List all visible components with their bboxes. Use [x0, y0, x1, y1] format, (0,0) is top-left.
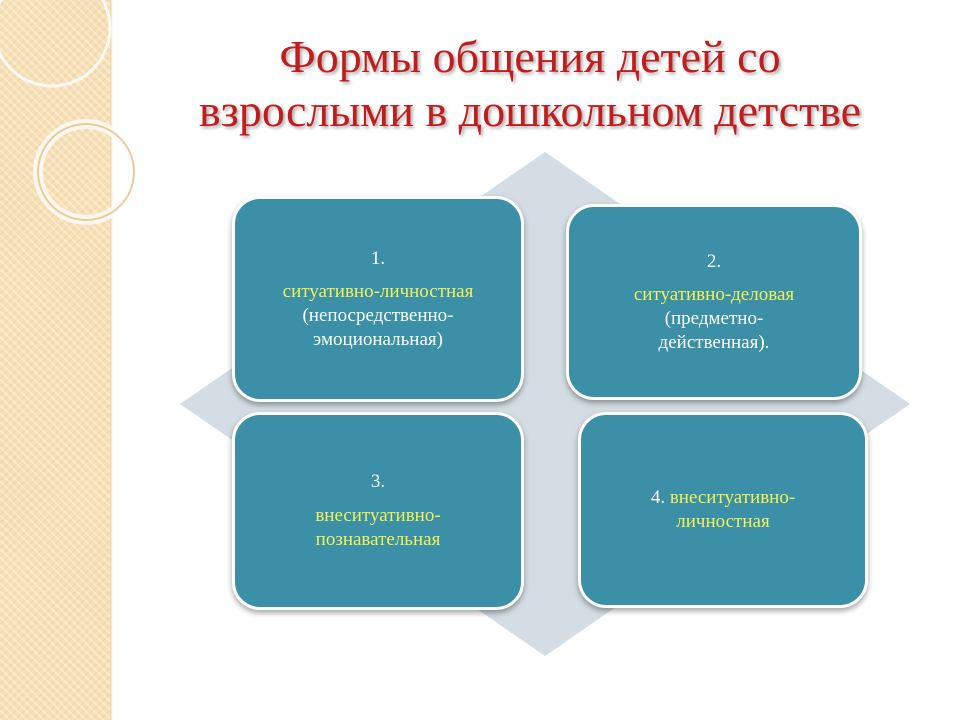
form-number: 1.	[370, 247, 386, 269]
form-detail-line-2: эмоциональная)	[313, 328, 443, 350]
form-name-line-2: личностная	[676, 511, 770, 532]
form-detail-line-1: (предметно-	[664, 308, 764, 329]
form-name-line-1: внеситуативно-	[315, 505, 441, 527]
form-name-part-1: внеситуативно-	[669, 487, 796, 509]
form-box-1: 1. ситуативно-личностная (непосредственн…	[232, 196, 524, 402]
form-name-line-1: 4. внеситуативно-	[651, 486, 795, 510]
form-box-4: 4. внеситуативно- личностная	[578, 412, 868, 608]
form-name: ситуативно-деловая	[633, 284, 795, 306]
form-box-2: 2. ситуативно-деловая (предметно- действ…	[566, 204, 862, 400]
form-name-line-2: познавательная	[315, 528, 441, 550]
side-strip-edge	[110, 0, 113, 720]
form-detail-line-1: (непосредственно-	[302, 305, 454, 326]
title-line-2: взрослыми в дошкольном детстве	[198, 85, 862, 137]
form-detail-line-2: действенная).	[658, 331, 770, 353]
form-name: ситуативно-личностная	[282, 281, 474, 303]
form-number: 3.	[370, 471, 386, 493]
form-box-3: 3. внеситуативно- познавательная	[232, 412, 524, 610]
decorative-rings	[0, 0, 139, 225]
title-line-1: Формы общения детей со	[279, 31, 781, 82]
page-title: Формы общения детей со взрослыми в дошко…	[120, 30, 940, 139]
form-number: 4.	[650, 487, 666, 509]
form-number: 2.	[706, 250, 722, 272]
